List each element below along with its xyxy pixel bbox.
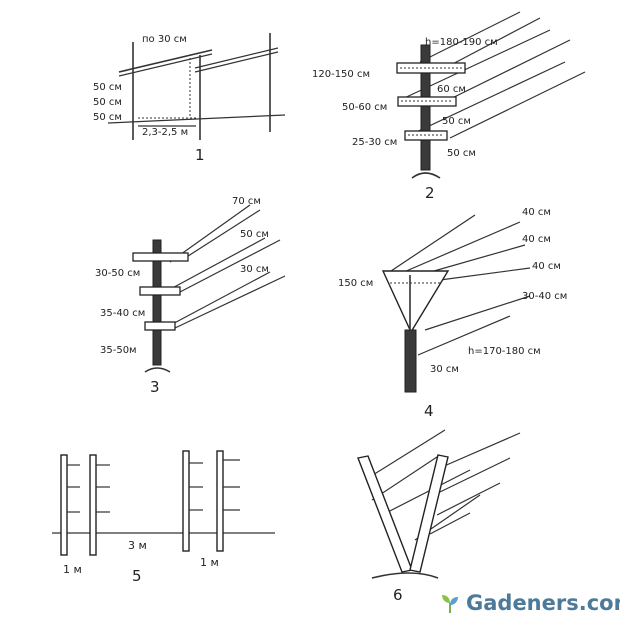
label: 120-150 см bbox=[312, 69, 370, 80]
ground bbox=[107, 114, 286, 124]
label: 2,3-2,5 м bbox=[142, 127, 188, 138]
label: 150 см bbox=[338, 278, 373, 289]
label: 70 см bbox=[232, 196, 261, 207]
diagram-number: 5 bbox=[132, 567, 142, 585]
label: 50 см bbox=[93, 82, 122, 93]
label: 50 см bbox=[447, 148, 476, 159]
label: 30 см bbox=[430, 364, 459, 375]
label: 40 см bbox=[522, 207, 551, 218]
label: 3 м bbox=[128, 539, 147, 552]
v-frame bbox=[381, 270, 450, 334]
diagram-1: по 30 см 50 см 50 см 50 см 2,3-2,5 м 1 bbox=[93, 33, 286, 164]
post bbox=[404, 329, 417, 393]
label: 30-40 см bbox=[522, 291, 567, 302]
label: h=180-190 см bbox=[425, 37, 498, 48]
post bbox=[182, 450, 190, 552]
post bbox=[89, 454, 97, 556]
diagram-number: 3 bbox=[150, 378, 160, 396]
label: 50 см bbox=[442, 116, 471, 127]
diagram-6: 6 bbox=[357, 429, 521, 604]
crossbar bbox=[118, 49, 213, 73]
crossbar bbox=[144, 321, 176, 331]
diagram-4: 40 см 40 см 40 см 150 см 30-40 см h=170-… bbox=[338, 207, 567, 420]
post bbox=[60, 454, 68, 556]
diagram-number: 6 bbox=[393, 586, 403, 604]
label: 30-50 см bbox=[95, 268, 140, 279]
post bbox=[216, 450, 224, 552]
diagram-3: 70 см 50 см 30-50 см 30 см 35-40 см 35-5… bbox=[95, 196, 286, 396]
label: 35-50м bbox=[100, 345, 137, 356]
post bbox=[357, 455, 413, 573]
label: 40 см bbox=[532, 261, 561, 272]
label: 1 м bbox=[63, 563, 82, 576]
crossbar bbox=[139, 286, 181, 296]
label: 25-30 см bbox=[352, 137, 397, 148]
post bbox=[409, 454, 449, 573]
label: 50 см bbox=[240, 229, 269, 240]
diagram-number: 2 bbox=[425, 184, 435, 202]
watermark: Gadeners.com bbox=[438, 590, 620, 616]
label: по 30 см bbox=[142, 34, 187, 45]
label: 35-40 см bbox=[100, 308, 145, 319]
watermark-text: Gadeners.com bbox=[466, 591, 620, 615]
wires bbox=[67, 459, 240, 513]
label: 60 см bbox=[437, 84, 466, 95]
label: 1 м bbox=[200, 556, 219, 569]
label: h=170-180 см bbox=[468, 346, 541, 357]
diagram-2: h=180-190 см 120-150 см 60 см 50-60 см 5… bbox=[312, 11, 586, 202]
label: 30 см bbox=[240, 264, 269, 275]
label: 50 см bbox=[93, 97, 122, 108]
crossbar bbox=[132, 252, 189, 262]
label: 50-60 см bbox=[342, 102, 387, 113]
post bbox=[420, 44, 431, 171]
diagram-number: 1 bbox=[195, 146, 205, 164]
diagram-5: 3 м 1 м 1 м 5 bbox=[52, 450, 275, 585]
crossbar bbox=[396, 62, 466, 74]
label: 40 см bbox=[522, 234, 551, 245]
post bbox=[152, 239, 162, 366]
diagram-number: 4 bbox=[424, 402, 434, 420]
label: 50 см bbox=[93, 112, 122, 123]
sprout-icon bbox=[442, 595, 458, 613]
